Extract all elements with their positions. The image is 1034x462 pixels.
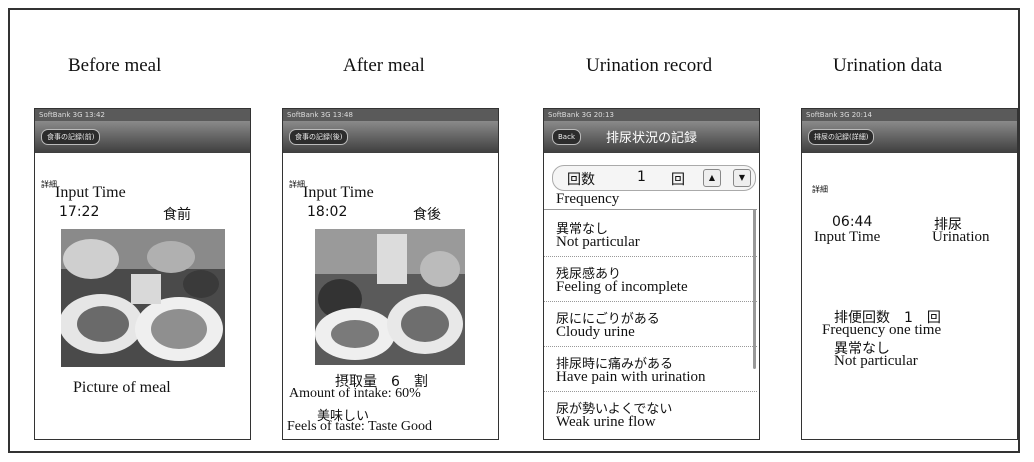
picture-caption: Picture of meal — [73, 379, 171, 396]
option-item[interactable]: 残尿感あり Feeling of incomplete — [544, 257, 757, 302]
input-time-value: 18:02 — [307, 204, 348, 220]
back-button[interactable]: Back — [552, 129, 581, 145]
back-button[interactable]: 排尿の記録(詳細) — [808, 129, 875, 145]
taste-en-label: Feels of taste: Taste Good — [287, 419, 432, 434]
option-en: Have pain with urination — [556, 369, 706, 385]
nav-bar: Back 排尿状況の記録 — [544, 121, 759, 153]
frequency-en: Frequency one time — [822, 322, 942, 338]
count-value: 1 — [637, 169, 646, 185]
input-time-value: 06:44 — [832, 214, 873, 230]
up-arrow-icon: ▲ — [708, 173, 716, 182]
scrollbar[interactable] — [753, 209, 756, 369]
phone-before-meal: SoftBank 3G 13:42 食事の記録(前) 詳細 Input Time… — [34, 108, 251, 440]
option-en: Weak urine flow — [556, 414, 656, 430]
column-title-urination-data: Urination data — [833, 55, 943, 76]
option-jp: 排尿時に痛みがある — [556, 357, 674, 372]
status-bar: SoftBank 3G 20:13 — [544, 109, 759, 121]
option-en: Cloudy urine — [556, 324, 635, 340]
option-en: Not particular — [556, 234, 640, 250]
record-type-jp: 排尿 — [934, 217, 962, 233]
count-stepper[interactable]: 回数 1 回 ▲ ▼ — [552, 165, 756, 191]
figure-frame — [8, 8, 1020, 453]
option-jp: 尿が勢いよくでない — [556, 402, 673, 417]
phone-after-meal: SoftBank 3G 13:48 食事の記録(後) 詳細 Input Time… — [282, 108, 499, 440]
input-time-label: Input Time — [303, 184, 374, 201]
count-unit: 回 — [671, 172, 685, 188]
status-bar: SoftBank 3G 13:48 — [283, 109, 498, 121]
intake-jp-label: 摂取量 6 割 — [335, 374, 428, 390]
option-item[interactable]: 尿ににごりがある Cloudy urine — [544, 302, 757, 347]
status-en: Not particular — [834, 353, 918, 369]
option-en: Feeling of incomplete — [556, 279, 688, 295]
increment-button[interactable]: ▲ — [703, 169, 721, 187]
screen-title: 排尿状況の記録 — [606, 131, 698, 146]
meal-photo — [315, 229, 465, 365]
column-title-urination-record: Urination record — [586, 55, 713, 76]
frequency-label: Frequency — [556, 191, 620, 207]
input-time-label: Input Time — [814, 229, 881, 245]
column-title-after-meal: After meal — [343, 55, 425, 76]
taste-jp-label: 美味しい — [317, 409, 370, 424]
detail-label: 詳細 — [812, 185, 828, 194]
option-item[interactable]: 異常なし Not particular — [544, 212, 757, 257]
status-bar: SoftBank 3G 20:14 — [802, 109, 1017, 121]
option-jp: 尿ににごりがある — [556, 312, 660, 327]
record-type-en: Urination — [932, 229, 990, 245]
meal-photo — [61, 229, 225, 367]
intake-en-label: Amount of intake: 60% — [289, 386, 421, 401]
decrement-button[interactable]: ▼ — [733, 169, 751, 187]
phone-urination-record: SoftBank 3G 20:13 Back 排尿状況の記録 回数 1 回 ▲ … — [543, 108, 760, 440]
input-time-value: 17:22 — [59, 204, 100, 220]
option-item[interactable]: 排尿時に痛みがある Have pain with urination — [544, 347, 757, 392]
divider — [544, 209, 757, 210]
nav-bar: 食事の記録(後) — [283, 121, 498, 153]
back-button[interactable]: 食事の記録(前) — [41, 129, 101, 145]
option-jp: 異常なし — [556, 222, 609, 237]
back-button[interactable]: 食事の記録(後) — [289, 129, 349, 145]
nav-bar: 食事の記録(前) — [35, 121, 250, 153]
frequency-jp: 排便回数 1 回 — [834, 310, 941, 326]
detail-label: 詳細 — [289, 180, 305, 189]
option-item[interactable]: 尿が勢いよくでない Weak urine flow — [544, 392, 757, 436]
phone-urination-data: SoftBank 3G 20:14 排尿の記録(詳細) 詳細 06:44 排尿 … — [801, 108, 1018, 440]
status-bar: SoftBank 3G 13:42 — [35, 109, 250, 121]
down-arrow-icon: ▼ — [738, 173, 746, 182]
nav-bar: 排尿の記録(詳細) — [802, 121, 1017, 153]
detail-label: 詳細 — [41, 180, 57, 189]
column-title-before-meal: Before meal — [68, 55, 162, 76]
count-label: 回数 — [567, 172, 595, 188]
option-jp: 残尿感あり — [556, 267, 622, 282]
meal-timing-label: 食後 — [413, 207, 441, 223]
input-time-label: Input Time — [55, 184, 126, 201]
status-jp: 異常なし — [834, 341, 890, 357]
meal-timing-label: 食前 — [163, 207, 191, 223]
